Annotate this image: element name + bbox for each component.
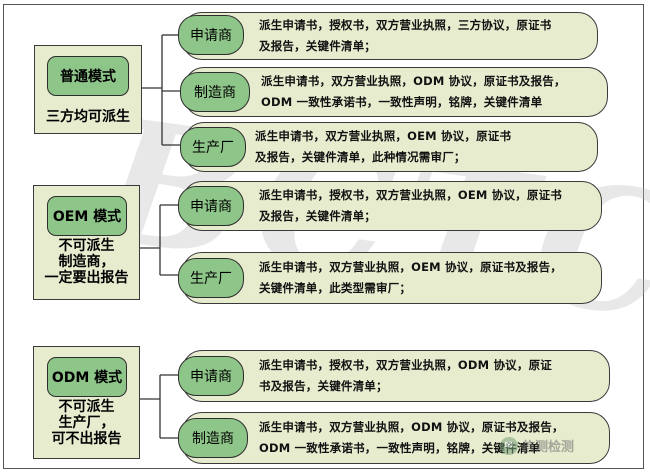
mode-card-normal: 普通模式 三方均可派生 xyxy=(34,45,142,134)
row-oem-applicant: 派生申请书，授权书，双方营业执照，OEM 协议，原证书 及报告，关键件清单； xyxy=(182,181,602,231)
row-line: 派生申请书，双方营业执照，ODM 协议，原证书及报告， xyxy=(261,74,566,88)
row-text: 派生申请书，双方营业执照，ODM 协议，原证书及报告， ODM 一致性承诺书，一… xyxy=(259,417,564,459)
row-line: 关键件清单，此类型需审厂； xyxy=(259,281,412,295)
label-manufacturer: 制造商 xyxy=(180,72,250,112)
row-normal-manufacturer: 派生申请书，双方营业执照，ODM 协议，原证书及报告， ODM 一致性承诺书，一… xyxy=(184,67,608,117)
label-manufacturer: 制造商 xyxy=(178,418,248,458)
row-line: 派生申请书，授权书，双方营业执照，OEM 协议，原证书 xyxy=(259,188,562,202)
row-line: 派生申请书，双方营业执照，OEM 协议，原证书 xyxy=(255,129,512,143)
row-odm-manufacturer: 派生申请书，双方营业执照，ODM 协议，原证书及报告， ODM 一致性承诺书，一… xyxy=(182,412,610,464)
mode-card-oem: OEM 模式 不可派生 制造商， 一定要出报告 xyxy=(33,185,140,300)
row-line: 派生申请书，授权书，双方营业执照，ODM 协议，原证 xyxy=(259,358,552,372)
label-factory: 生产厂 xyxy=(178,258,244,298)
row-line: ODM 一致性承诺书，一致性声明，铭牌，关键件清单 xyxy=(261,95,543,109)
label-applicant: 申请商 xyxy=(178,356,244,396)
mode-title-odm: ODM 模式 xyxy=(47,357,127,397)
row-line: ODM 一致性承诺书，一致性声明，铭牌，关键件清单 xyxy=(259,441,541,455)
row-text: 派生申请书，双方营业执照，OEM 协议，原证书 及报告，关键件清单，此种情况需审… xyxy=(255,126,511,168)
row-text: 派生申请书，授权书，双方营业执照，ODM 协议，原证 书及报告，关键件清单； xyxy=(259,355,552,397)
label-factory: 生产厂 xyxy=(180,127,246,167)
row-line: 派生申请书，双方营业执照，OEM 协议，原证书及报告， xyxy=(259,260,562,274)
row-normal-applicant: 派生申请书，授权书，双方营业执照，三方协议，原证书 及报告，关键件清单； xyxy=(182,12,598,60)
row-line: 派生申请书，双方营业执照，ODM 协议，原证书及报告， xyxy=(259,420,564,434)
logo-icon: ✉ xyxy=(500,436,518,455)
row-text: 派生申请书，双方营业执照，ODM 协议，原证书及报告， ODM 一致性承诺书，一… xyxy=(261,71,566,113)
row-line: 书及报告，关键件清单； xyxy=(259,379,388,393)
logo-text: 信测检测 xyxy=(522,440,575,455)
row-line: 及报告，关键件清单； xyxy=(259,209,376,223)
row-text: 派生申请书，授权书，双方营业执照，OEM 协议，原证书 及报告，关键件清单； xyxy=(259,185,562,227)
row-line: 及报告，关键件清单； xyxy=(259,39,376,53)
mode-desc-oem: 不可派生 制造商， 一定要出报告 xyxy=(44,238,129,286)
brand-logo: ✉ 信测检测 xyxy=(500,436,574,455)
label-applicant: 申请商 xyxy=(178,186,244,226)
row-oem-factory: 派生申请书，双方营业执照，OEM 协议，原证书及报告， 关键件清单，此类型需审厂… xyxy=(182,252,602,304)
mode-card-odm: ODM 模式 不可派生 生产厂， 可不出报告 xyxy=(33,346,140,459)
row-normal-factory: 派生申请书，双方营业执照，OEM 协议，原证书 及报告，关键件清单，此种情况需审… xyxy=(184,122,598,172)
row-line: 派生申请书，授权书，双方营业执照，三方协议，原证书 xyxy=(259,18,552,32)
row-odm-applicant: 派生申请书，授权书，双方营业执照，ODM 协议，原证 书及报告，关键件清单； xyxy=(182,350,610,402)
mode-title-oem: OEM 模式 xyxy=(47,196,127,236)
row-text: 派生申请书，授权书，双方营业执照，三方协议，原证书 及报告，关键件清单； xyxy=(259,15,552,57)
mode-desc-odm: 不可派生 生产厂， 可不出报告 xyxy=(51,399,122,447)
label-applicant: 申请商 xyxy=(178,15,244,55)
row-line: 及报告，关键件清单，此种情况需审厂； xyxy=(255,150,466,164)
mode-desc-normal: 三方均可派生 xyxy=(46,109,130,125)
row-text: 派生申请书，双方营业执照，OEM 协议，原证书及报告， 关键件清单，此类型需审厂… xyxy=(259,257,562,299)
mode-title-normal: 普通模式 xyxy=(47,56,129,96)
